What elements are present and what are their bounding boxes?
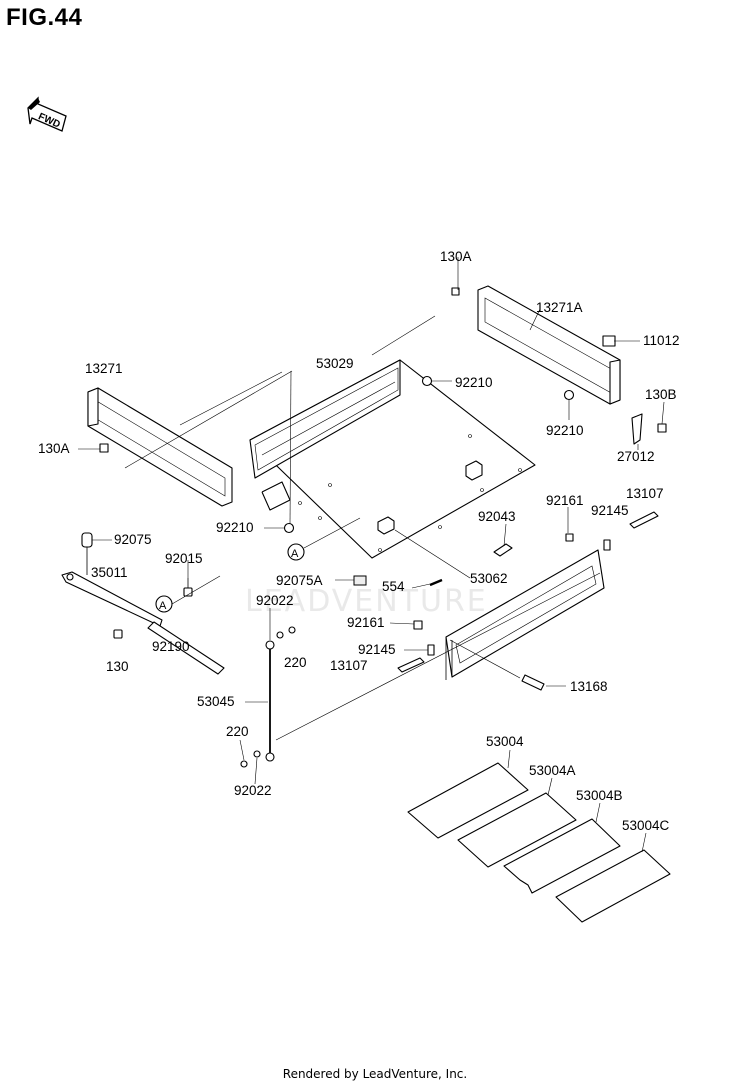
label-53062: 53062: [470, 571, 508, 586]
footer-text: Rendered by LeadVenture, Inc.: [282, 1067, 468, 1081]
label-13107-left: 13107: [330, 658, 368, 673]
label-130: 130: [106, 659, 129, 674]
label-53029: 53029: [316, 356, 354, 371]
side-panel-13271: [87, 387, 233, 507]
callout-a-lower: A: [155, 595, 173, 613]
label-53004C: 53004C: [622, 818, 670, 833]
pin-13107-right: [629, 511, 659, 529]
label-92075: 92075: [114, 532, 152, 547]
spring-554: [429, 578, 443, 587]
rod-92190: [147, 621, 225, 675]
label-92015: 92015: [165, 551, 203, 566]
bolt-92145-right: [603, 539, 611, 551]
label-13107-right: 13107: [626, 486, 664, 501]
label-130A-top: 130A: [440, 249, 472, 264]
bolt-92161-left: [413, 620, 423, 630]
label-13168: 13168: [570, 679, 608, 694]
label-92022-bottom: 92022: [234, 783, 272, 798]
bar-13168: [521, 674, 545, 691]
side-panel-13271A: [477, 285, 621, 405]
label-92190: 92190: [152, 639, 190, 654]
label-92161-right: 92161: [546, 493, 584, 508]
leader-lines: [78, 257, 665, 853]
label-53004: 53004: [486, 734, 524, 749]
mat-53004: [407, 762, 529, 839]
label-554: 554: [382, 579, 405, 594]
block-92075A: [353, 575, 367, 586]
label-53045: 53045: [197, 694, 235, 709]
tailgate-53062: [445, 549, 605, 680]
label-13271A: 13271A: [536, 300, 583, 315]
nut-92210-right: [563, 389, 575, 401]
mat-53004A: [457, 792, 577, 868]
mat-53004B: [503, 818, 621, 894]
label-220-bottom: 220: [226, 724, 249, 739]
label-92075A: 92075A: [276, 573, 323, 588]
figure-title: FIG.44: [6, 4, 83, 31]
bolt-130A-top: [451, 287, 460, 296]
label-130A-left: 130A: [38, 441, 70, 456]
cable-53045: [265, 640, 275, 762]
svg-text:A: A: [291, 548, 299, 560]
label-92145-left: 92145: [358, 642, 396, 657]
fwd-arrow-icon: FWD: [27, 96, 67, 132]
label-92210-left: 92210: [216, 520, 254, 535]
callout-a-upper: A: [287, 543, 305, 561]
label-27012: 27012: [617, 449, 655, 464]
label-13271: 13271: [85, 361, 123, 376]
washer-220-bottom: [240, 750, 261, 768]
nut-92210-mid: [421, 375, 433, 387]
lever-35011: [61, 571, 163, 627]
label-92022-top: 92022: [256, 593, 294, 608]
bolt-92161-right: [565, 533, 574, 542]
label-92210-right: 92210: [546, 423, 584, 438]
bolt-92145-left: [427, 644, 435, 656]
label-11012: 11012: [643, 333, 680, 348]
cargo-bed-53029: [249, 359, 536, 559]
cap-11012: [602, 335, 616, 347]
label-220-top: 220: [284, 655, 307, 670]
bolt-130: [113, 629, 123, 639]
mat-53004C: [555, 849, 671, 923]
bolt-92043: [493, 543, 513, 557]
nut-92210-left: [283, 522, 295, 534]
label-130B: 130B: [645, 387, 677, 402]
label-92210-mid: 92210: [455, 375, 493, 390]
bolt-130B: [657, 423, 667, 433]
label-35011: 35011: [91, 565, 128, 580]
pin-13107-left: [397, 657, 425, 673]
label-92043: 92043: [478, 509, 516, 524]
label-92145-right: 92145: [591, 503, 629, 518]
bolt-130A-left: [99, 443, 109, 453]
label-53004B: 53004B: [576, 788, 623, 803]
watermark-text: LEADVENTURE: [245, 584, 488, 619]
washer-220-top: [276, 626, 296, 639]
svg-text:A: A: [159, 600, 167, 612]
bracket-27012: [631, 413, 643, 445]
label-92161-left: 92161: [347, 615, 385, 630]
label-53004A: 53004A: [529, 763, 576, 778]
